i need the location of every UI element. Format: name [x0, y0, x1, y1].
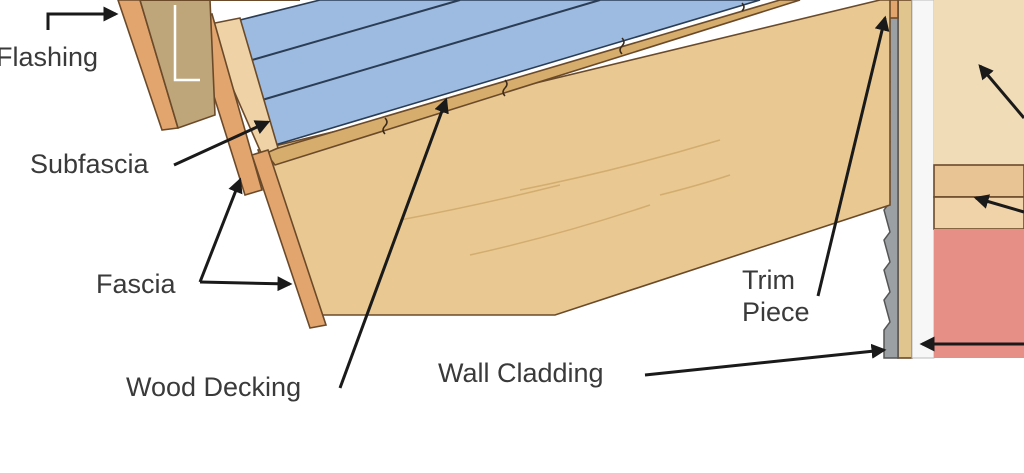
wall-panel-upper: [934, 0, 1024, 165]
label-subfascia: Subfascia: [30, 149, 150, 179]
label-wood-decking: Wood Decking: [126, 372, 301, 402]
label-trim-line1: Trim: [742, 265, 795, 295]
arrow-trim-piece: [816, 15, 890, 297]
top-plate: [933, 164, 1024, 198]
arrow-fascia-lower: [199, 276, 293, 292]
arrow-top-plate: [973, 194, 1024, 214]
fascia-lower-shape: [250, 149, 328, 329]
wall-section: [879, 0, 1024, 359]
drip-edge-shape: [139, 0, 216, 130]
underlayment-lines: [251, 0, 601, 101]
wall-sheathing-strip: [897, 0, 913, 359]
label-wall-cladding: Wall Cladding: [438, 358, 604, 388]
arrow-subfascia: [173, 120, 271, 167]
label-fascia: Fascia: [96, 269, 177, 299]
decking-joints: [382, 2, 745, 135]
insulation: [934, 229, 1024, 358]
plywood-grain: [399, 139, 731, 256]
flashing-white-line: [173, 5, 200, 82]
top-plate-lower: [933, 196, 1024, 230]
wall-white-gap: [911, 0, 935, 359]
arrow-flashing: [46, 6, 119, 30]
arrow-wood-decking: [338, 97, 449, 389]
label-trim-line2: Piece: [742, 297, 810, 327]
arrow-fascia-upper: [198, 177, 243, 283]
arrow-wall-panel: [978, 64, 1024, 119]
roof-assembly: [117, 0, 891, 329]
label-flashing: Flashing: [0, 42, 98, 72]
arrow-wall-cladding: [644, 343, 887, 377]
